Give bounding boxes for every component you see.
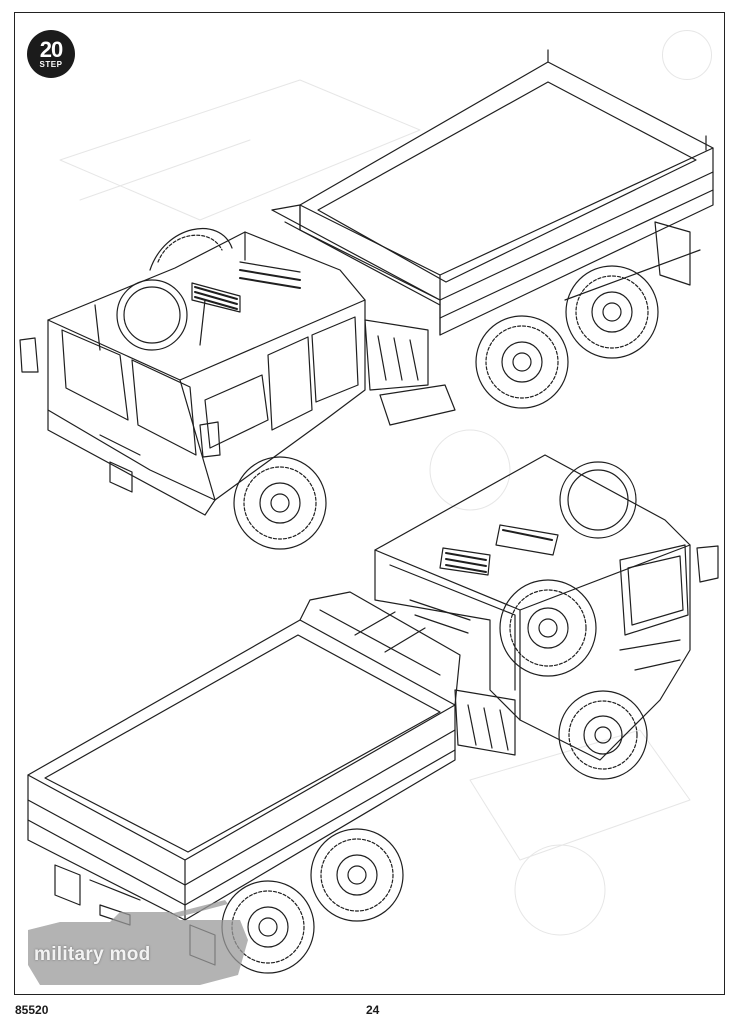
wheel-top-rear (565, 265, 659, 359)
wheel-top-hidden (149, 227, 233, 271)
step-badge: 20 STEP (27, 30, 75, 78)
step-number: 20 (39, 36, 64, 62)
wheel-top-middle (475, 315, 569, 409)
truck-bottom-view (27, 454, 719, 974)
step-label: STEP (39, 59, 63, 69)
product-code: 85520 (15, 1003, 49, 1017)
watermark-text: military mod (34, 944, 151, 965)
wheel-bottom-front (558, 690, 648, 780)
bleed-through-ghost (59, 79, 691, 936)
cargo-bed-top (271, 49, 714, 336)
page-number: 24 (366, 1003, 380, 1017)
page-frame (14, 12, 725, 995)
ghost-step-badge (662, 30, 712, 80)
truck-top-view (19, 49, 714, 550)
cab-top (19, 231, 456, 516)
cab-bottom (374, 454, 719, 761)
spare-wheel (499, 579, 597, 677)
wheel-top-front (233, 456, 327, 550)
wheel-bottom-middle (310, 828, 404, 922)
cargo-bed-bottom (27, 591, 461, 966)
watermark-tank-silhouette (28, 900, 248, 985)
